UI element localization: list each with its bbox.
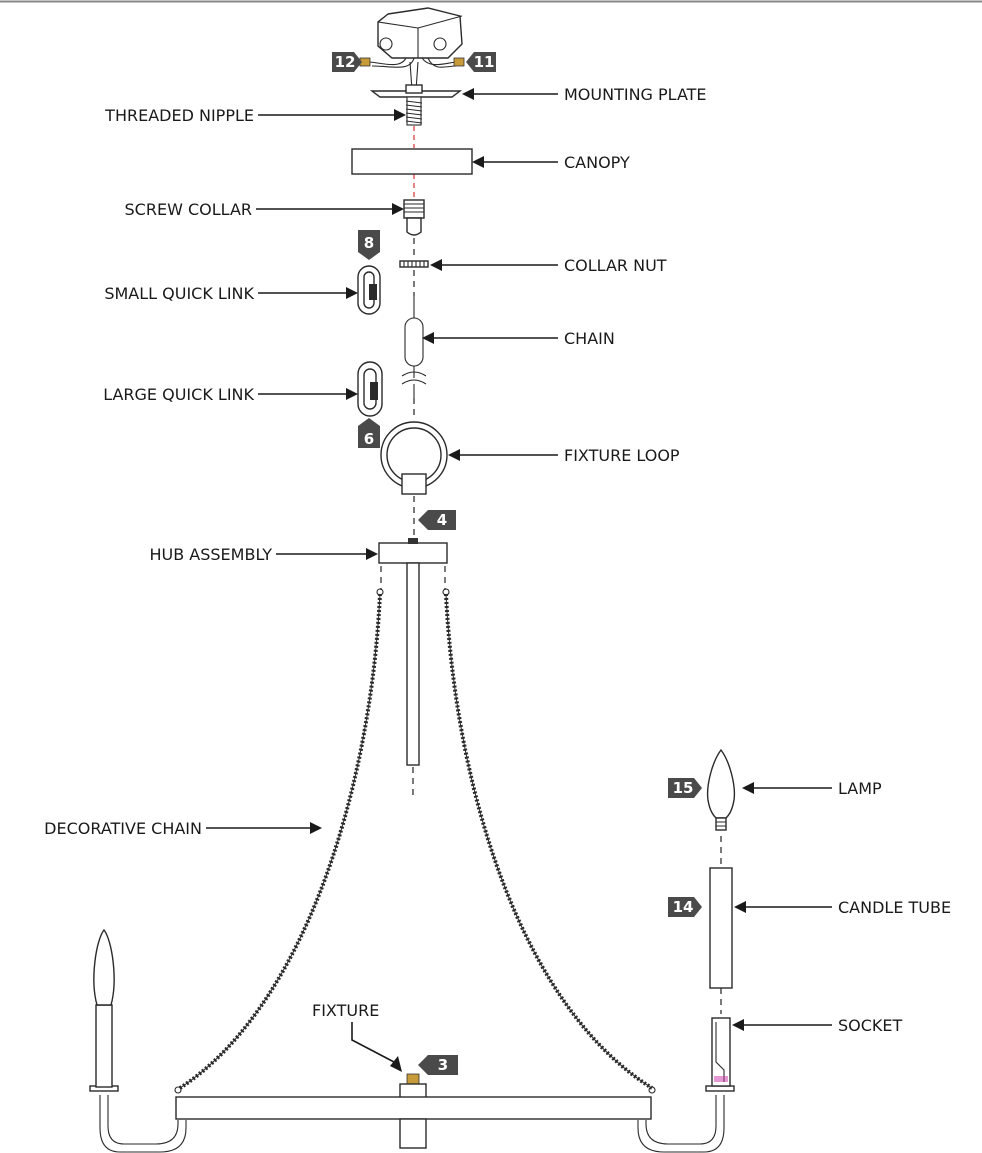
fixture-body xyxy=(175,1073,652,1149)
candle-tube xyxy=(709,867,733,989)
svg-text:6: 6 xyxy=(364,430,374,448)
large-quick-link xyxy=(357,361,383,417)
step-tag-3: 3 xyxy=(418,1055,458,1075)
chain-end-left xyxy=(174,1086,182,1094)
decorative-chain-right-core xyxy=(445,593,653,1089)
junction-box xyxy=(377,7,463,59)
canopy xyxy=(351,148,473,175)
label-hub-assembly: HUB ASSEMBLY xyxy=(149,545,272,564)
label-threaded-nipple: THREADED NIPPLE xyxy=(104,106,254,125)
center-rod xyxy=(406,562,420,766)
label-small-quick-link: SMALL QUICK LINK xyxy=(104,284,254,303)
svg-text:8: 8 xyxy=(364,234,374,252)
label-chain: CHAIN xyxy=(564,329,615,348)
label-large-quick-link: LARGE QUICK LINK xyxy=(103,385,254,404)
svg-text:3: 3 xyxy=(438,1056,448,1074)
step-tag-12: 12 xyxy=(332,52,362,72)
step-tag-6: 6 xyxy=(358,418,380,448)
label-fixture-loop: FIXTURE LOOP xyxy=(564,446,680,465)
label-collar-nut: COLLAR NUT xyxy=(564,256,667,275)
left-arm xyxy=(89,928,187,1153)
mounting-plate xyxy=(369,84,463,98)
leader-lines xyxy=(206,88,832,1072)
small-quick-link xyxy=(357,265,381,315)
label-mounting-plate: MOUNTING PLATE xyxy=(564,85,707,104)
chain xyxy=(401,296,427,398)
chain-hook-right xyxy=(442,588,450,596)
chain-end-right xyxy=(648,1086,656,1094)
lamp xyxy=(706,748,736,831)
threaded-nipple xyxy=(405,96,423,126)
label-candle-tube: CANDLE TUBE xyxy=(838,898,951,917)
step-tag-8: 8 xyxy=(358,230,380,260)
decorative-chain-right xyxy=(444,593,654,1090)
step-tag-14: 14 xyxy=(668,897,702,917)
step-tag-4: 4 xyxy=(418,510,456,530)
step-tag-15: 15 xyxy=(668,778,702,798)
right-arm xyxy=(637,1085,735,1153)
hub-assembly xyxy=(378,538,448,564)
step-tag-11: 11 xyxy=(466,52,496,72)
chain-hook-left xyxy=(376,588,384,596)
screw-collar xyxy=(403,199,425,236)
decorative-chain-left-core xyxy=(179,593,381,1089)
svg-text:4: 4 xyxy=(437,511,447,529)
svg-text:11: 11 xyxy=(474,53,495,71)
svg-text:12: 12 xyxy=(335,53,356,71)
svg-text:14: 14 xyxy=(673,898,694,916)
socket xyxy=(711,1017,731,1087)
fixture-loop xyxy=(380,421,448,495)
label-socket: SOCKET xyxy=(838,1016,903,1035)
collar-nut xyxy=(399,260,429,268)
label-lamp: LAMP xyxy=(838,779,882,798)
label-fixture: FIXTURE xyxy=(312,1001,379,1020)
label-screw-collar: SCREW COLLAR xyxy=(125,200,252,219)
step-tags: 12 11 8 6 4 3 15 xyxy=(332,52,702,1075)
svg-text:15: 15 xyxy=(673,779,694,797)
label-canopy: CANOPY xyxy=(564,153,630,172)
label-decorative-chain: DECORATIVE CHAIN xyxy=(44,819,202,838)
part-labels: MOUNTING PLATE THREADED NIPPLE CANOPY SC… xyxy=(44,85,951,1035)
